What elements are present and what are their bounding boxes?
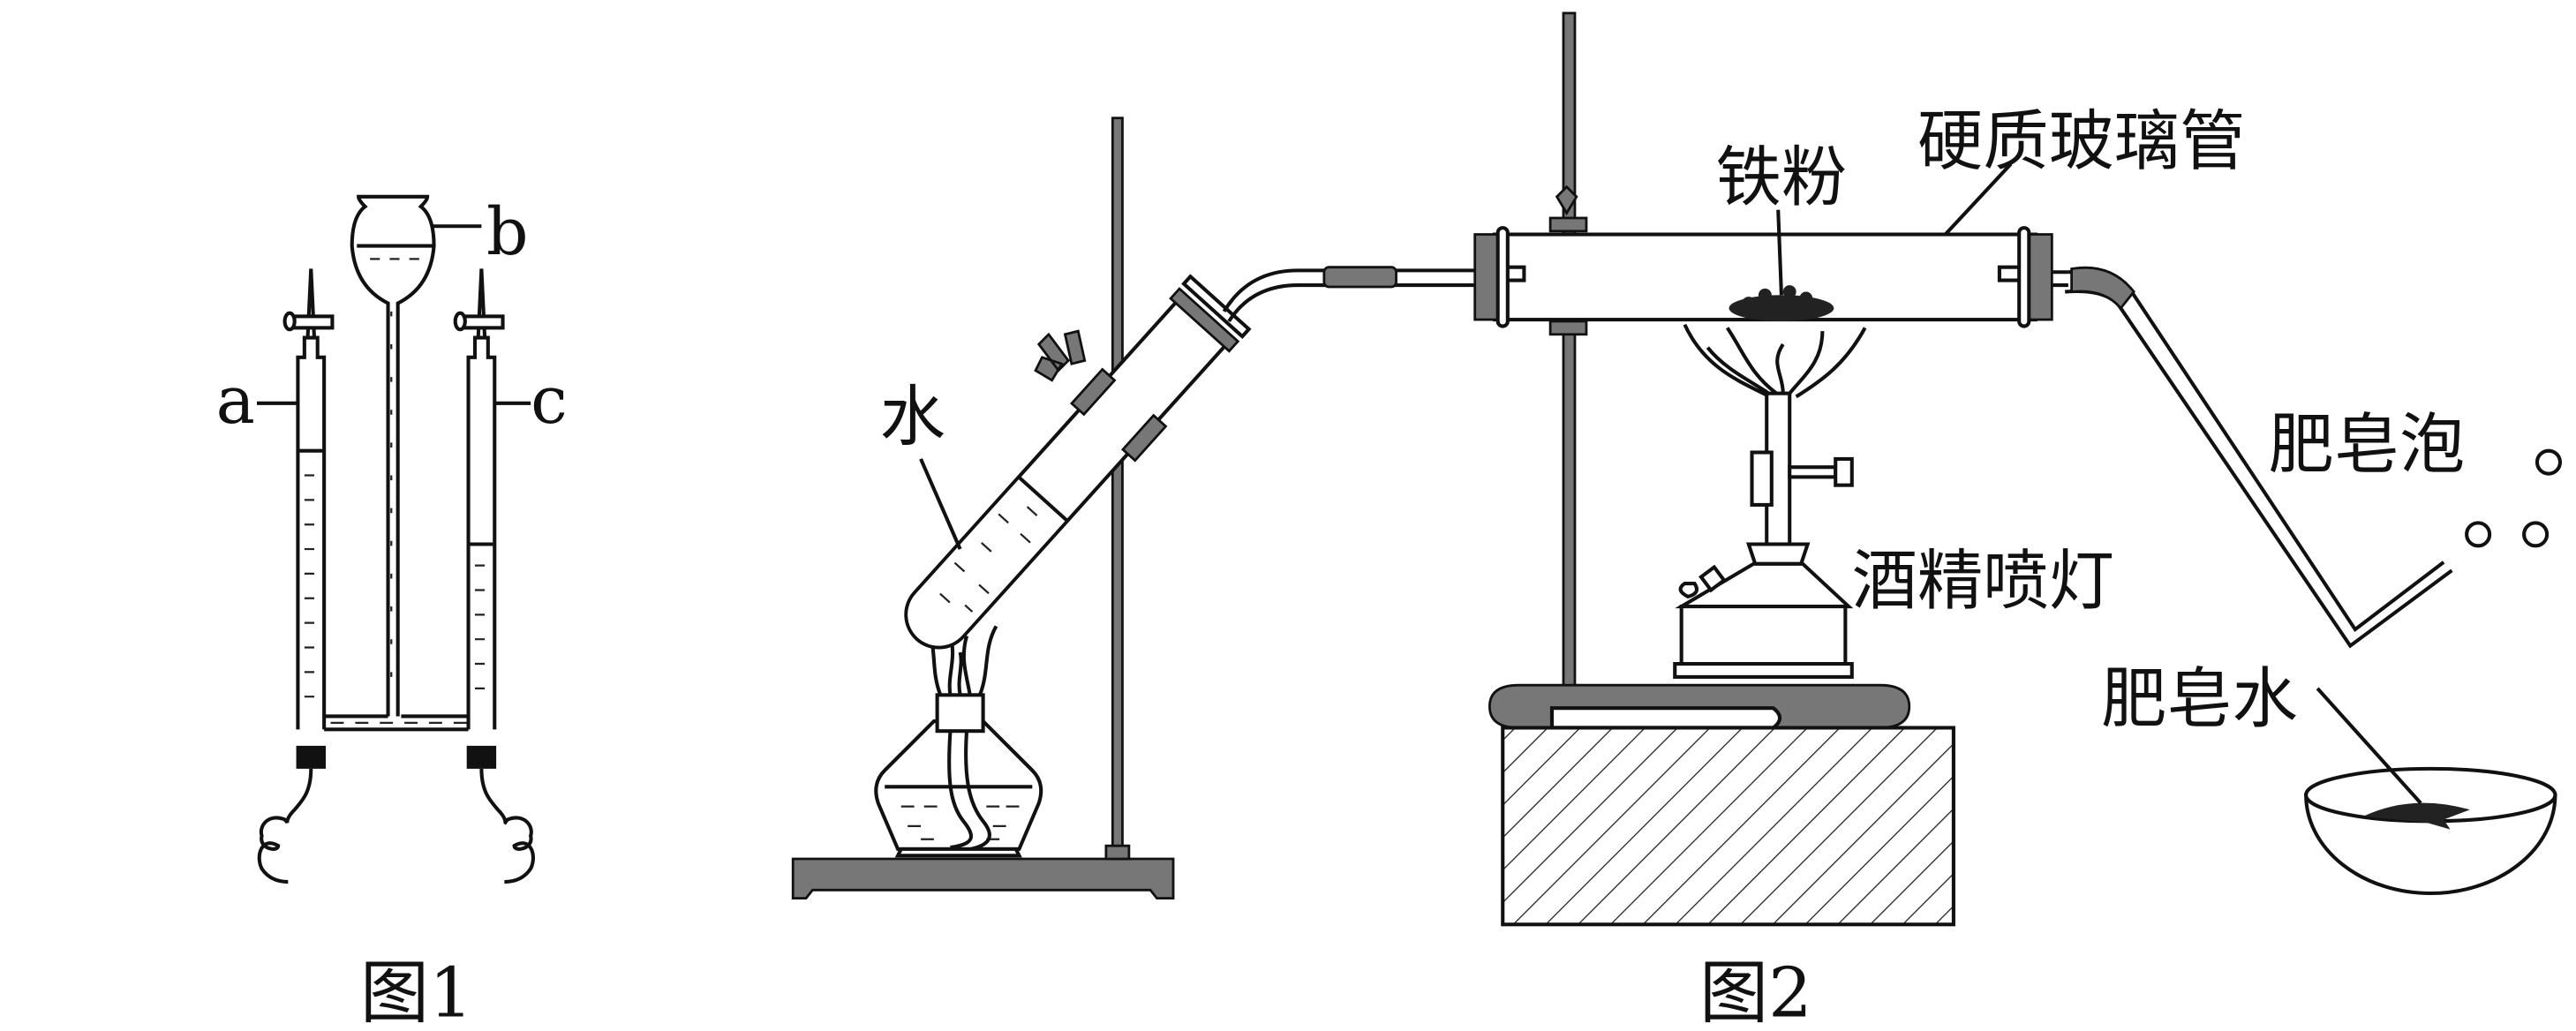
stand-rod-right xyxy=(1562,11,1577,704)
delivery-tube xyxy=(1222,268,1495,323)
stopcock-a[interactable] xyxy=(282,311,335,332)
label-soap-bubbles: 肥皂泡 xyxy=(2268,406,2465,483)
test-tube xyxy=(904,274,1252,650)
blowtorch-valve[interactable] xyxy=(1678,564,1727,599)
label-hard-glass-tube: 硬质玻璃管 xyxy=(1917,103,2245,180)
figure1-caption: 图1 xyxy=(360,953,473,1031)
iron-steam-reaction-apparatus: 水 铁粉 硬质玻璃管 xyxy=(791,11,2563,1031)
alcohol-lamp xyxy=(874,625,1043,858)
label-alcohol-blowtorch: 酒精喷灯 xyxy=(1852,542,2114,619)
label-a: a xyxy=(216,362,255,439)
label-b: b xyxy=(486,193,529,270)
label-soapy-water: 肥皂水 xyxy=(2101,660,2298,737)
soapy-water xyxy=(2363,802,2470,830)
electrolysis-apparatus: a c b 图1 xyxy=(216,193,568,1031)
water-in-tube-a xyxy=(299,450,323,730)
soap-bubbles xyxy=(2465,448,2563,548)
stopper xyxy=(1169,287,1240,353)
electrode-c xyxy=(466,745,497,769)
clamp-jaw xyxy=(1070,367,1117,417)
evaporating-dish xyxy=(2304,766,2557,895)
electrode-a xyxy=(296,745,326,769)
figure2-caption: 图2 xyxy=(1699,953,1812,1031)
tube-c xyxy=(466,335,497,730)
tube-a xyxy=(296,335,327,730)
reservoir-b xyxy=(350,194,436,717)
connecting-tube xyxy=(324,714,469,732)
clamp-knob[interactable] xyxy=(1555,184,1578,216)
label-iron-powder: 铁粉 xyxy=(1716,139,1848,216)
label-c: c xyxy=(531,362,568,439)
clamp-screw[interactable] xyxy=(1034,329,1087,382)
label-water: 水 xyxy=(880,379,945,455)
iron-powder xyxy=(1729,285,1834,321)
hard-glass-tube xyxy=(1473,226,2068,328)
wire-a xyxy=(257,768,313,884)
alcohol-blowtorch xyxy=(1673,391,1854,679)
blowtorch-flame xyxy=(1683,323,1867,399)
water-dashes xyxy=(304,311,486,725)
stopcock-c[interactable] xyxy=(453,311,505,332)
rubber-connector xyxy=(1322,266,1397,289)
wooden-block xyxy=(1501,726,1955,927)
stand-rod-left xyxy=(1111,117,1124,861)
stand-base-left xyxy=(791,857,1175,899)
wire-c xyxy=(479,768,535,884)
